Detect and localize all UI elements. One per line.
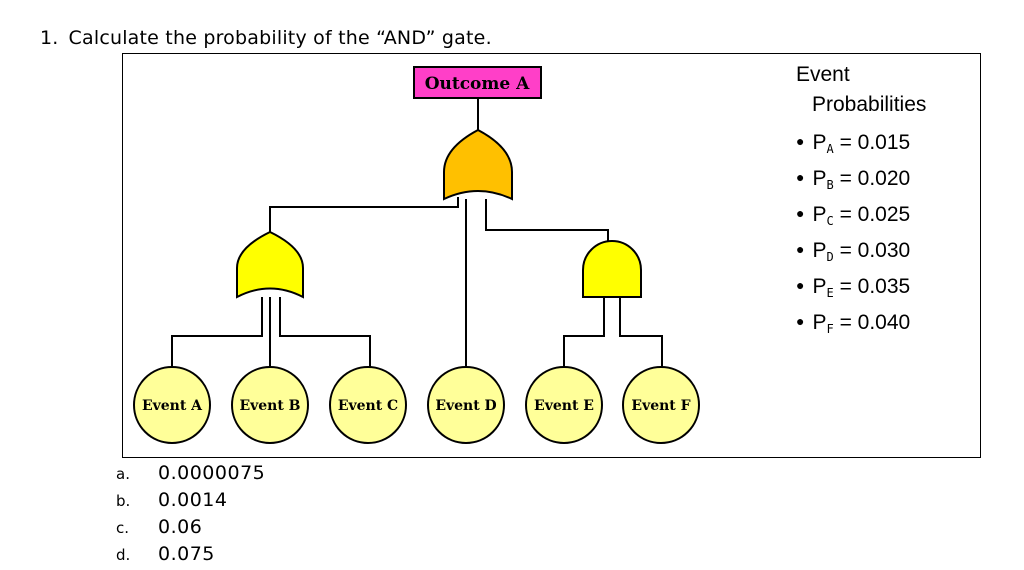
event-label: Event E xyxy=(534,398,594,414)
probability-item: ●PD = 0.030 xyxy=(796,239,911,264)
event-probabilities-panel: Event Probabilities ●PA = 0.015 ●PB = 0.… xyxy=(796,64,926,348)
probability-item: ●PB = 0.020 xyxy=(796,167,911,192)
answer-option-b[interactable]: b.0.0014 xyxy=(116,489,228,511)
bullet-icon: ● xyxy=(796,277,805,293)
probability-item: ●PE = 0.035 xyxy=(796,275,911,300)
answer-option-d[interactable]: d.0.075 xyxy=(116,543,215,565)
fault-tree-frame xyxy=(122,53,981,458)
event-label: Event B xyxy=(239,398,300,414)
probability-item: ●PA = 0.015 xyxy=(796,131,911,156)
connector-lines xyxy=(171,98,663,368)
question-body: Calculate the probability of the “AND” g… xyxy=(68,27,492,49)
answer-choices: a.0.0000075 b.0.0014 c.0.06 d.0.075 xyxy=(116,462,265,570)
bullet-icon: ● xyxy=(796,241,805,257)
probability-item: ●PF = 0.040 xyxy=(796,311,911,336)
answer-option-c[interactable]: c.0.06 xyxy=(116,516,203,538)
event-node: Event D xyxy=(427,366,505,444)
event-label: Event D xyxy=(435,398,496,414)
event-node: Event E xyxy=(525,366,603,444)
probabilities-title-line1: Event xyxy=(796,63,850,86)
event-label: Event C xyxy=(338,398,398,414)
event-label: Event A xyxy=(142,398,203,414)
probabilities-title-line2: Probabilities xyxy=(812,93,927,116)
event-label: Event F xyxy=(631,398,690,414)
basic-events: Event A Event B Event C Event D Event E … xyxy=(133,366,700,444)
or-gate-left xyxy=(236,230,304,299)
question-number: 1. xyxy=(40,27,59,49)
bullet-icon: ● xyxy=(796,205,805,221)
and-gate xyxy=(582,240,642,298)
answer-option-a[interactable]: a.0.0000075 xyxy=(116,462,266,484)
event-node: Event A xyxy=(133,366,211,444)
question-text: 1. Calculate the probability of the “AND”… xyxy=(40,27,492,49)
bullet-icon: ● xyxy=(796,169,805,185)
event-node: Event B xyxy=(231,366,309,444)
event-node: Event F xyxy=(622,366,700,444)
or-gate-top xyxy=(443,128,513,201)
bullet-icon: ● xyxy=(796,313,805,329)
event-node: Event C xyxy=(329,366,407,444)
top-event-box xyxy=(413,66,542,99)
bullet-icon: ● xyxy=(796,133,805,149)
probability-item: ●PC = 0.025 xyxy=(796,203,911,228)
top-event-label: Outcome A xyxy=(425,74,530,94)
